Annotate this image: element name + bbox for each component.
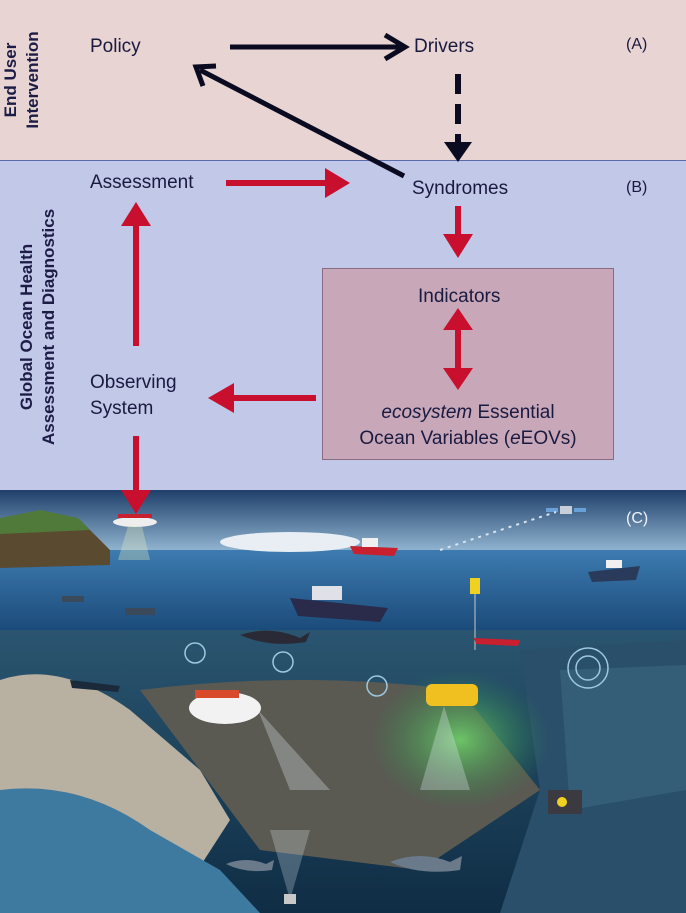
arrowhead [325,168,350,198]
indicators-eeov-box [322,268,614,460]
arrowhead [121,202,151,226]
eeov-line-2: Ocean Variables (eEOVs) [328,426,608,452]
arrowhead [192,63,217,87]
arrowhead [383,32,410,62]
node-drivers: Drivers [414,36,475,57]
sonar-beam-icon [184,642,609,697]
iceberg-icon [220,532,360,552]
auv-icon [420,684,478,790]
panel-letter-a: (A) [626,36,648,53]
arrowhead [444,142,472,162]
research-ship-icon [290,586,388,622]
research-ship-icon [588,560,640,582]
fish-icon [226,860,274,872]
small-boat-icon [125,608,155,615]
eeov-italic: e [510,428,521,449]
arrowhead [443,308,473,330]
node-syndromes: Syndromes [412,178,509,199]
blue-rocks [0,788,260,913]
research-ship-icon [350,538,398,556]
panel-c-ocean-illustration: (C) [0,490,686,913]
small-boat-icon [62,596,84,602]
eeov-line-1: ecosystem Essential [328,400,608,426]
arrowhead [443,368,473,390]
aircraft-icon [113,514,157,560]
observing-line: System [90,398,154,419]
diver-icon [70,680,120,692]
observing-line: Observing [90,372,177,393]
fish-icon [390,856,462,872]
panel-letter-c: (C) [626,510,649,527]
glider-icon [474,638,520,646]
whale-icon [240,630,310,644]
rock-columns [560,665,686,810]
eeov-text-part: EOVs) [520,428,577,449]
arrowhead [121,490,151,514]
green-plume [370,670,550,810]
node-assessment: Assessment [90,172,194,193]
arrowhead [208,383,234,413]
eeov-italic: ecosystem [381,402,473,423]
node-policy: Policy [90,36,141,57]
node-eeov: ecosystem Essential Ocean Variables (eEO… [328,400,608,452]
panel-letter-b: (B) [626,179,648,196]
arrow-syndromes-to-policy [198,67,406,179]
node-observing-system: Observing System [90,370,177,422]
node-indicators: Indicators [418,286,501,307]
eeov-text-part: Essential [472,402,555,423]
ocean-scene [0,490,686,913]
arrowhead [443,234,473,258]
submersible-icon [189,690,330,790]
eeov-text-part: Ocean Variables ( [359,428,511,449]
seafloor-sensor-icon [270,830,310,904]
coastal-vegetation [0,510,90,534]
seafloor-sensor-icon [548,790,582,814]
panel-a-end-user-intervention: End User Intervention Policy Drivers (A) [0,0,686,160]
satellite-icon [546,506,586,514]
